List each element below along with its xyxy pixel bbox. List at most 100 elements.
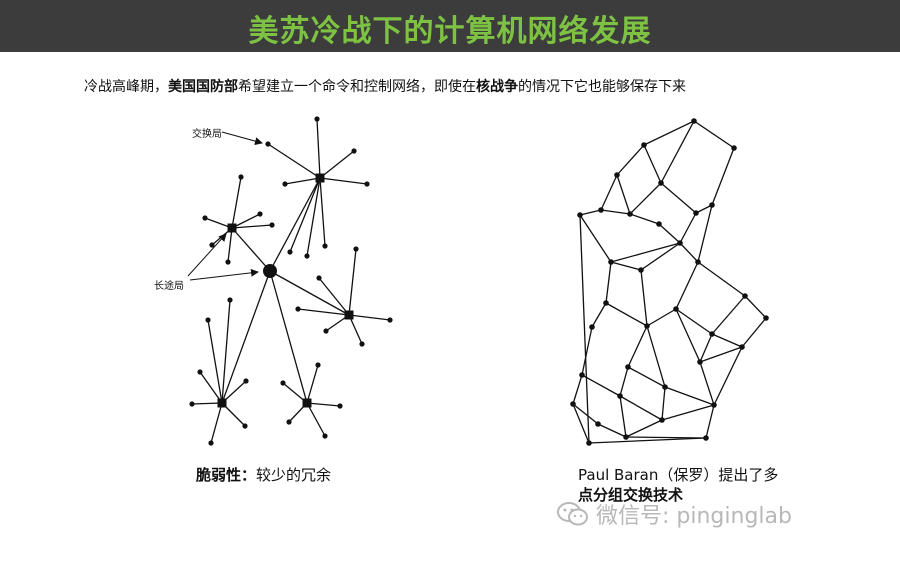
leaf-link <box>207 319 223 404</box>
mesh-node <box>641 142 647 148</box>
right-caption: Paul Baran（保罗）提出了多 点分组交换技术 <box>578 465 778 505</box>
intro-part4: 核战争 <box>476 79 518 95</box>
mesh-link <box>627 325 648 368</box>
mesh-link <box>697 204 713 263</box>
mesh-link <box>643 120 695 146</box>
leaf-node <box>353 246 359 252</box>
mesh-node <box>579 372 585 378</box>
mesh-node <box>697 359 703 365</box>
leaf-link <box>306 402 341 407</box>
mesh-link <box>741 317 767 348</box>
mesh-node <box>625 364 631 370</box>
switch-office-label: 交换局 <box>192 129 222 140</box>
leaf-link <box>297 308 350 316</box>
mesh-link <box>627 366 666 388</box>
centralized-network <box>187 116 393 446</box>
trunk-label-arrow-1 <box>187 233 227 277</box>
mesh-node <box>709 331 715 337</box>
mesh-node <box>656 221 662 227</box>
mesh-link <box>643 144 662 184</box>
mesh-link <box>744 295 767 319</box>
right-caption-line1: Paul Baran（保罗）提出了多 <box>578 466 779 484</box>
leaf-node <box>314 116 320 122</box>
left-caption-bold: 脆弱性： <box>196 466 257 484</box>
trunk-link <box>269 270 350 316</box>
mesh-link <box>697 261 746 297</box>
mesh-link <box>610 242 681 263</box>
switch-office-node <box>315 173 325 183</box>
leaf-link <box>284 177 321 185</box>
leaf-node <box>197 369 203 375</box>
mesh-link <box>572 374 583 405</box>
switch-label-arrow <box>221 131 263 146</box>
switch-office-node <box>344 310 354 320</box>
trunk-link <box>269 177 321 272</box>
mesh-node <box>617 393 623 399</box>
leaf-node <box>286 419 292 425</box>
watermark-text: 微信号: pinginglab <box>596 504 792 529</box>
mesh-link <box>629 182 662 215</box>
mesh-link <box>579 209 602 216</box>
mesh-link <box>619 395 663 421</box>
mesh-link <box>640 269 648 327</box>
leaf-node <box>337 403 343 409</box>
mesh-node <box>659 417 665 423</box>
leaf-node <box>242 423 248 429</box>
intro-part2: 美国国防部 <box>168 79 238 95</box>
leaf-link <box>289 177 321 253</box>
trunk-link <box>221 270 271 404</box>
mesh-link <box>629 213 660 225</box>
mesh-link <box>699 346 743 363</box>
mesh-node <box>691 118 697 124</box>
mesh-link <box>619 395 627 438</box>
leaf-node <box>322 243 328 249</box>
watermark: 微信号: pinginglab <box>556 498 792 533</box>
leaf-link <box>231 213 261 229</box>
leaf-node <box>295 306 301 312</box>
leaf-link <box>306 177 321 257</box>
mesh-link <box>661 386 666 421</box>
mesh-link <box>600 174 618 211</box>
leaf-node <box>208 440 214 446</box>
mesh-link <box>579 214 612 263</box>
mesh-link <box>679 212 697 244</box>
mesh-link <box>711 333 743 348</box>
leaf-node <box>316 275 322 281</box>
leaf-node <box>323 328 329 334</box>
mesh-link <box>572 403 590 444</box>
mesh-node <box>709 202 715 208</box>
leaf-link <box>348 314 391 321</box>
mesh-link <box>572 403 599 425</box>
distributed-network <box>570 118 769 446</box>
mesh-link <box>579 214 590 444</box>
mesh-link <box>711 295 746 335</box>
leaf-link <box>231 224 273 229</box>
leaf-link <box>221 299 231 404</box>
switch-office-node <box>227 223 237 233</box>
intro-text: 冷战高峰期，美国国防部希望建立一个命令和控制网络，即使在核战争的情况下它也能够保… <box>84 76 686 96</box>
trunk-label-arrow-2 <box>189 268 259 281</box>
mesh-node <box>595 421 601 427</box>
leaf-node <box>238 174 244 180</box>
mesh-node <box>731 145 737 151</box>
mesh-node <box>644 323 650 329</box>
mesh-link <box>591 302 607 328</box>
wechat-icon <box>556 501 590 533</box>
mesh-node <box>608 259 614 265</box>
intro-part3: 希望建立一个命令和控制网络，即使在 <box>238 79 476 95</box>
mesh-link <box>658 223 681 244</box>
mesh-link <box>713 346 743 406</box>
mesh-link <box>581 374 621 397</box>
mesh-node <box>711 402 717 408</box>
mesh-node <box>623 434 629 440</box>
mesh-node <box>598 207 604 213</box>
mesh-link <box>705 404 715 439</box>
mesh-node <box>742 293 748 299</box>
mesh-link <box>699 333 713 363</box>
leaf-node <box>387 317 393 323</box>
leaf-link <box>348 248 357 316</box>
leaf-node <box>287 249 293 255</box>
left-caption: 脆弱性：较少的冗余 <box>196 464 331 485</box>
intro-part5: 的情况下它也能够保存下来 <box>518 79 686 95</box>
